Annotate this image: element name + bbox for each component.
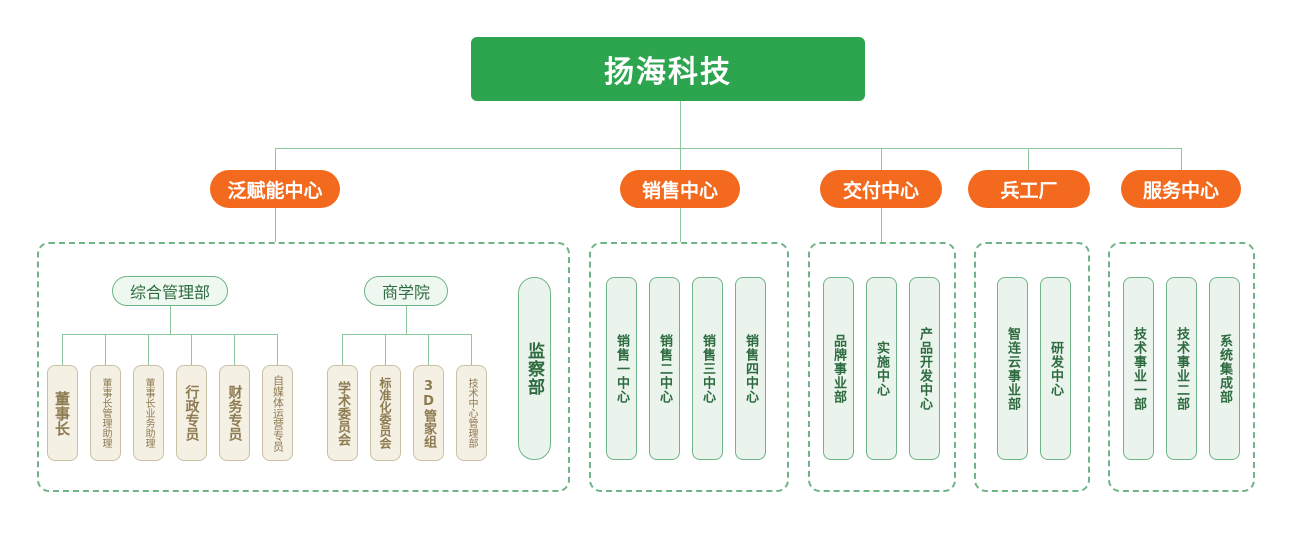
stem-delivery <box>881 148 882 170</box>
stem-sales <box>680 148 681 170</box>
service-dept-box: 技术事业二部 <box>1166 277 1197 460</box>
service-dept-box: 系统集成部 <box>1209 277 1240 460</box>
sales-dept-box: 销售一中心 <box>606 277 637 460</box>
group1-stem <box>170 306 171 334</box>
delivery-dept-box: 实施中心 <box>866 277 897 460</box>
delivery-dept-box: 品牌事业部 <box>823 277 854 460</box>
delivery-dept-box: 产品开发中心 <box>909 277 940 460</box>
dept-box: 3D管家组 <box>413 365 444 461</box>
center-sales: 销售中心 <box>620 170 740 208</box>
center-bus <box>275 148 1181 149</box>
group2-drop <box>471 334 472 365</box>
drop-delivery <box>881 208 882 242</box>
sales-dept-box: 销售二中心 <box>649 277 680 460</box>
dept-box: 技术中心管理部 <box>456 365 487 461</box>
group1-drop <box>148 334 149 365</box>
group1-drop <box>105 334 106 365</box>
group1-drop <box>277 334 278 365</box>
dept-box: 标准化委员会 <box>370 365 401 461</box>
dept-box: 董事长 <box>47 365 78 461</box>
service-container <box>1108 242 1255 492</box>
group1-bus <box>62 334 277 335</box>
sales-container <box>589 242 789 492</box>
group2-stem <box>406 306 407 334</box>
group1-drop <box>191 334 192 365</box>
dept-box: 行政专员 <box>176 365 207 461</box>
arsenal-dept-box: 智连云事业部 <box>997 277 1028 460</box>
dept-box: 董事长管理助理 <box>90 365 121 461</box>
group-zonghe-guanli: 综合管理部 <box>112 276 228 306</box>
group1-drop <box>62 334 63 365</box>
arsenal-container <box>974 242 1090 492</box>
stem-arsenal <box>1028 148 1029 170</box>
service-dept-box: 技术事业一部 <box>1123 277 1154 460</box>
stem-service <box>1181 148 1182 170</box>
center-fanfuneng: 泛赋能中心 <box>210 170 340 208</box>
group2-drop <box>342 334 343 365</box>
dept-box: 自媒体运营专员 <box>262 365 293 461</box>
drop-fanfuneng <box>275 208 276 242</box>
sales-dept-box: 销售三中心 <box>692 277 723 460</box>
center-delivery: 交付中心 <box>820 170 942 208</box>
group2-drop <box>428 334 429 365</box>
center-service: 服务中心 <box>1121 170 1241 208</box>
group-shangxueyuan: 商学院 <box>364 276 448 306</box>
delivery-container <box>808 242 956 492</box>
root-stem <box>680 101 681 148</box>
dept-box: 财务专员 <box>219 365 250 461</box>
arsenal-dept-box: 研发中心 <box>1040 277 1071 460</box>
stem-fanfuneng <box>275 148 276 170</box>
drop-sales <box>680 208 681 242</box>
dept-box: 董事长业务助理 <box>133 365 164 461</box>
group2-bus <box>342 334 471 335</box>
root-node: 扬海科技 <box>471 37 865 101</box>
dept-jianchabu: 监察部 <box>518 277 551 460</box>
group2-drop <box>385 334 386 365</box>
group1-drop <box>234 334 235 365</box>
fanfuneng-container <box>37 242 570 492</box>
sales-dept-box: 销售四中心 <box>735 277 766 460</box>
dept-box: 学术委员会 <box>327 365 358 461</box>
center-arsenal: 兵工厂 <box>968 170 1090 208</box>
